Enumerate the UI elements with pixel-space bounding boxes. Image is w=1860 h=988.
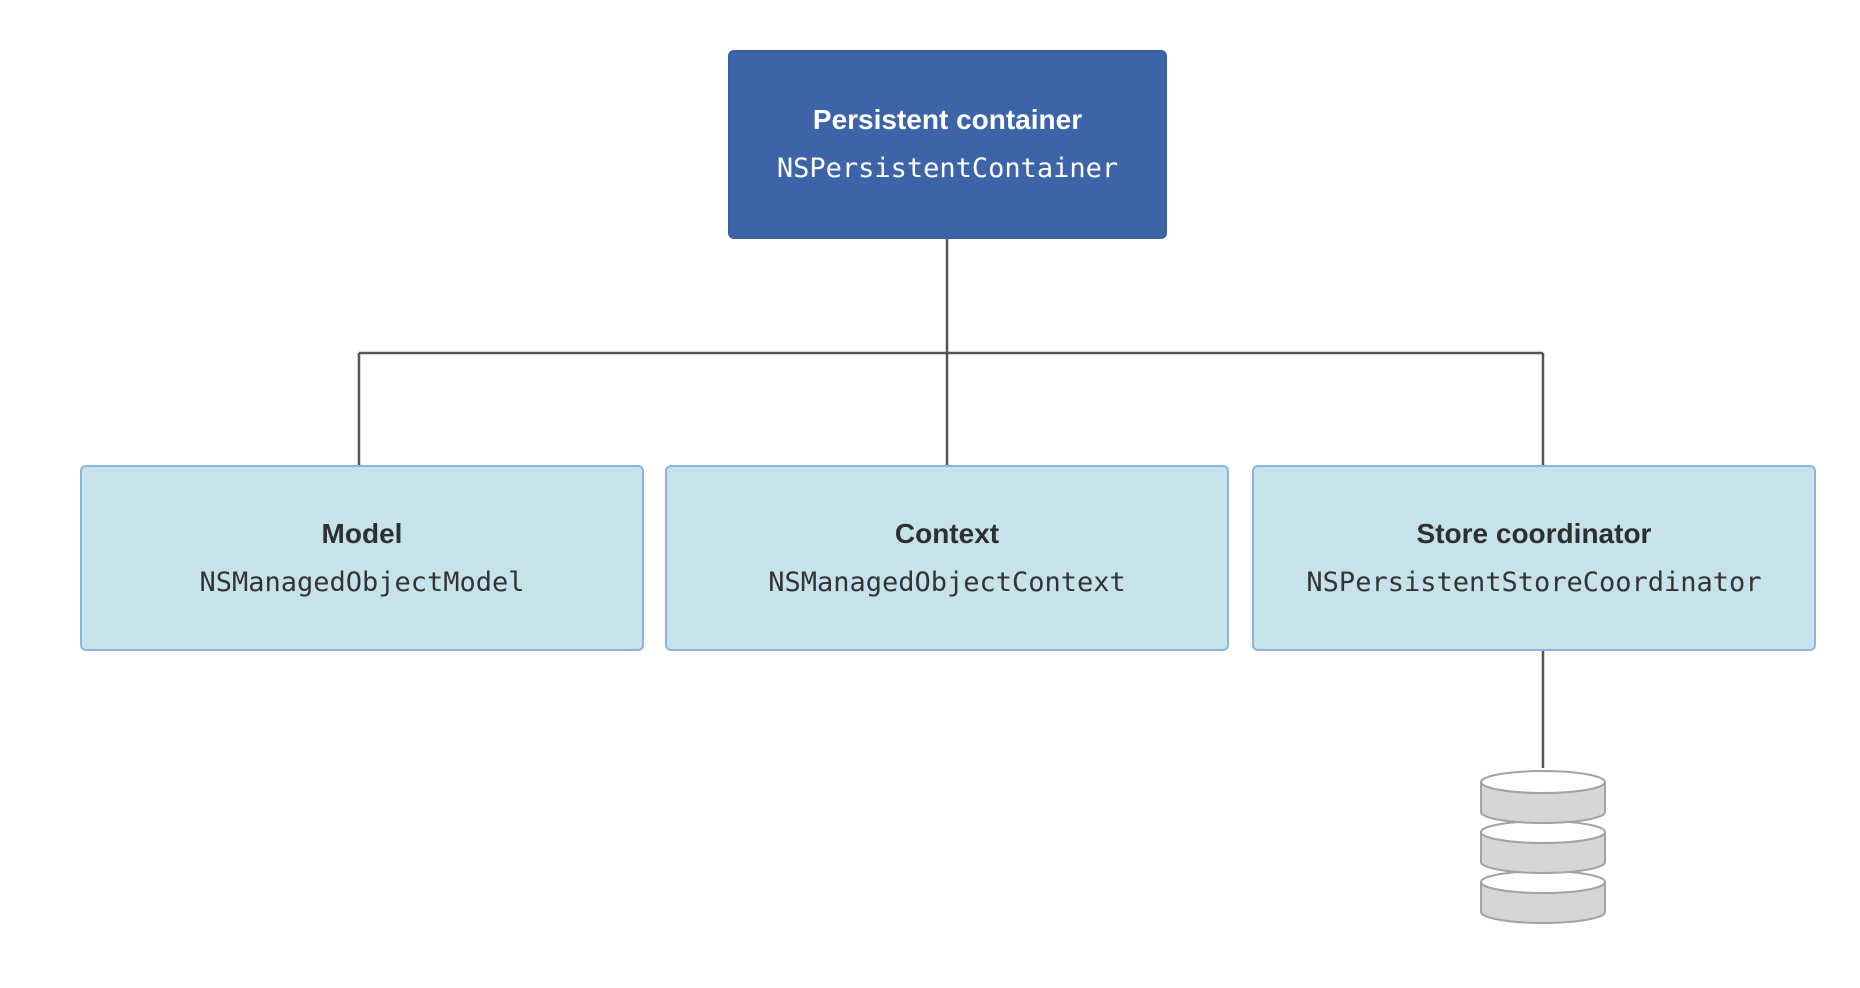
node-class-name: NSPersistentContainer bbox=[776, 153, 1119, 184]
store-coordinator-node: Store coordinator NSPersistentStoreCoord… bbox=[1252, 465, 1816, 651]
node-title: Context bbox=[894, 517, 1000, 549]
database-icon bbox=[1480, 770, 1606, 924]
node-title: Store coordinator bbox=[1416, 517, 1652, 549]
node-class-name: NSPersistentStoreCoordinator bbox=[1306, 566, 1762, 598]
context-node: Context NSManagedObjectContext bbox=[665, 465, 1229, 651]
node-title: Model bbox=[321, 517, 403, 549]
node-class-name: NSManagedObjectModel bbox=[199, 566, 525, 598]
persistent-container-node: Persistent container NSPersistentContain… bbox=[728, 50, 1167, 239]
node-class-name: NSManagedObjectContext bbox=[768, 566, 1126, 598]
node-title: Persistent container bbox=[812, 104, 1083, 135]
model-node: Model NSManagedObjectModel bbox=[80, 465, 644, 651]
